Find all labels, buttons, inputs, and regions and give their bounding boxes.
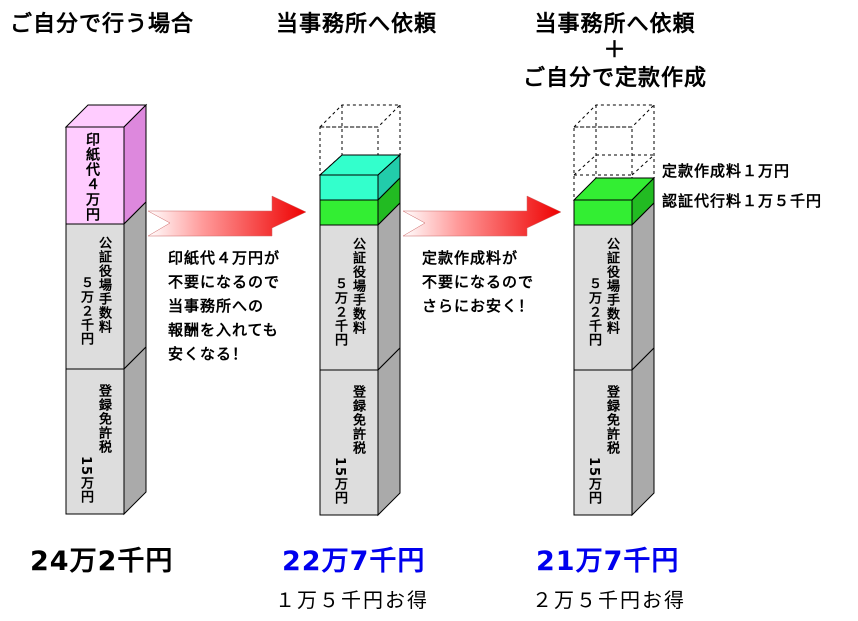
office-plus-title-line1: 当事務所へ依頼 <box>534 12 696 37</box>
arrow-1-line: 不要になるので <box>168 273 281 291</box>
office-reg-label1: 登録免許税 <box>350 385 365 455</box>
office-plus-saving: ２万５千円お得 <box>532 588 686 612</box>
office-plus-reg-label1: 登録免許税 <box>604 385 619 455</box>
arrow-2-line: 定款作成料が <box>422 249 519 267</box>
self-stamp-label: 印紙代４万円 <box>84 132 100 222</box>
office-reg-block <box>319 369 379 516</box>
office-saving: １万５千円お得 <box>275 588 429 612</box>
office-cert-fee-block <box>319 199 379 226</box>
office-plus-title-plus: ＋ <box>603 38 627 63</box>
office-plus-notary-label2: ５万２千円 <box>586 277 601 347</box>
office-stack <box>318 104 402 517</box>
self-reg-block <box>65 368 125 515</box>
office-plus-notary-side <box>631 201 655 372</box>
office-articles-fee-block <box>319 174 379 201</box>
self-notary-block <box>65 223 125 370</box>
office-notary-side <box>377 201 401 372</box>
office-plus-notary-label1: 公証役場手数料 <box>604 237 619 335</box>
arrow-1-line: 当事務所への <box>168 297 265 315</box>
office-plus-title-line2: ご自分で定款作成 <box>522 66 707 91</box>
self-notary-label2: ５万２千円 <box>78 276 93 346</box>
self-stamp-block <box>65 126 125 225</box>
office-reg-label2: 15万円 <box>332 457 347 506</box>
office-plus-cert-fee-block <box>573 199 633 226</box>
office-plus-notary-block <box>573 224 633 371</box>
office-notary-block <box>319 224 379 371</box>
office-plus-reg-label2: 15万円 <box>586 457 601 506</box>
certification-fee-label: 認証代行料１万５千円 <box>662 192 823 210</box>
self-stack <box>64 103 148 516</box>
office-total: 22万7千円 <box>282 546 426 577</box>
articles-fee-label: 定款作成料１万円 <box>662 162 791 180</box>
arrow-1-line: 安くなる！ <box>168 345 249 363</box>
office-plus-reg-block <box>573 369 633 516</box>
self-total: 24万2千円 <box>30 546 174 577</box>
self-notary-label1: 公証役場手数料 <box>96 236 111 334</box>
self-notary-side <box>123 200 147 371</box>
office-reg-side <box>377 346 401 517</box>
self-title: ご自分で行う場合 <box>10 12 195 37</box>
arrow-2-caption: 定款作成料が 不要になるので さらにお安く！ <box>422 246 534 318</box>
arrow-2-line: 不要になるので <box>422 273 535 291</box>
self-reg-side <box>123 345 147 516</box>
office-plus-total: 21万7千円 <box>536 546 680 577</box>
arrow-2 <box>402 195 562 237</box>
arrow-1-line: 印紙代４万円が <box>168 249 281 267</box>
arrow-1-line: 報酬を入れても <box>168 321 279 339</box>
office-notary-label2: ５万２千円 <box>332 277 347 347</box>
self-reg-label1: 登録免許税 <box>96 384 111 454</box>
arrow-1 <box>147 195 307 237</box>
office-plus-stack <box>572 104 656 517</box>
self-reg-label2: 15万円 <box>78 456 93 505</box>
office-notary-label1: 公証役場手数料 <box>350 237 365 335</box>
arrow-1-caption: 印紙代４万円が 不要になるので 当事務所への 報酬を入れても 安くなる！ <box>168 246 280 366</box>
office-plus-reg-side <box>631 346 655 517</box>
office-title: 当事務所へ依頼 <box>276 12 438 37</box>
arrow-2-line: さらにお安く！ <box>422 297 535 315</box>
